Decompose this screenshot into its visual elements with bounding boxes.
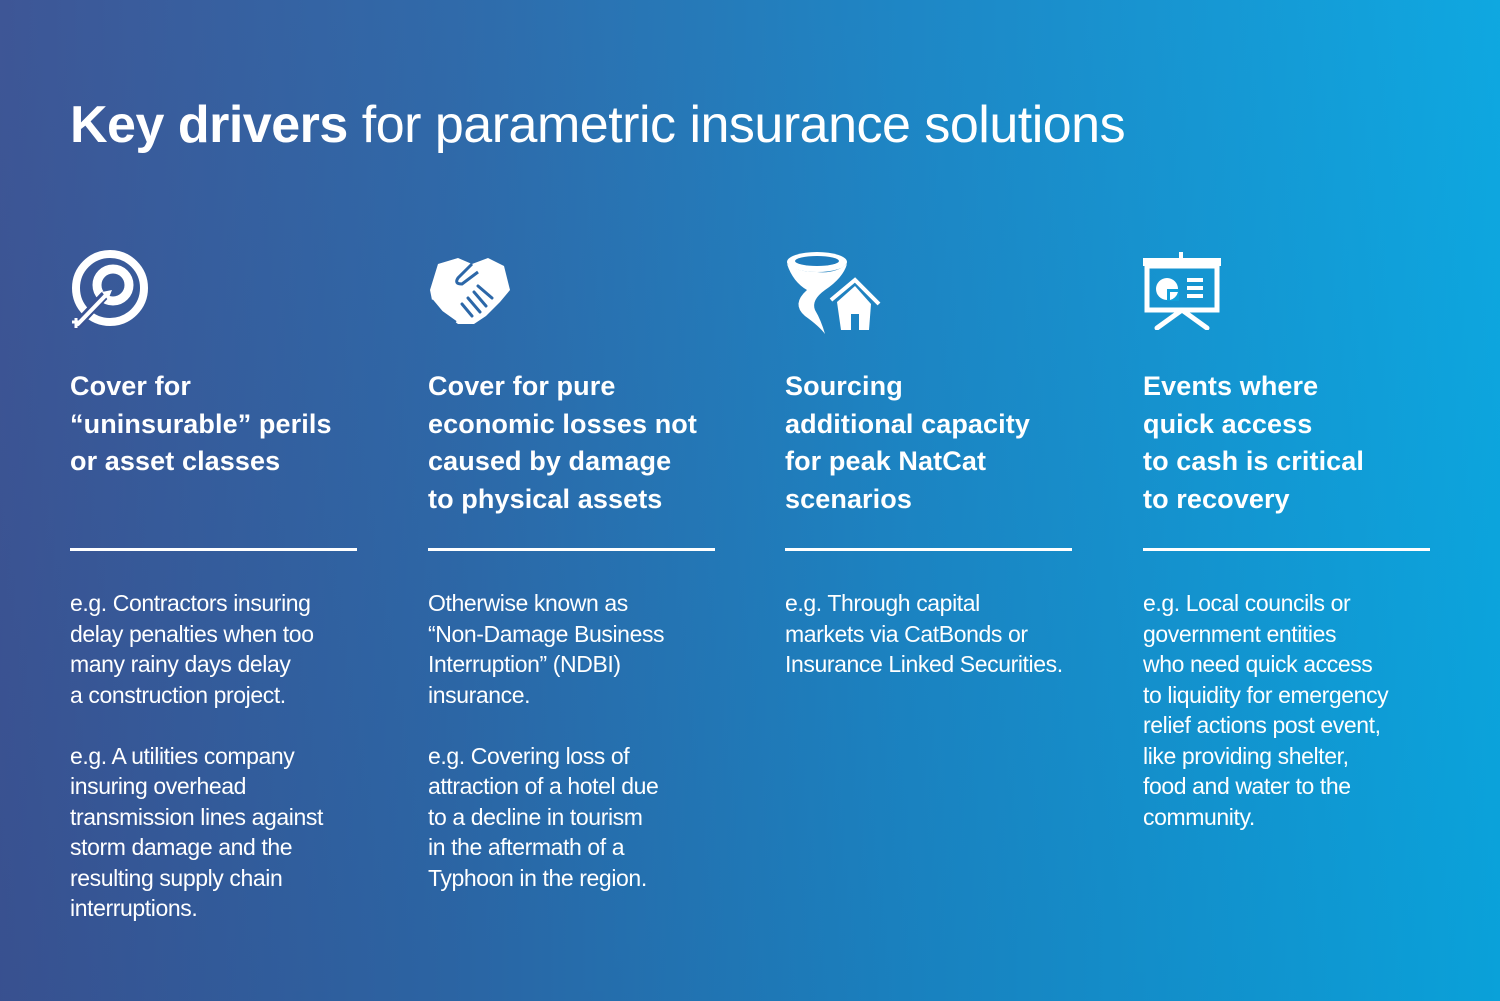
- text-line: like providing shelter,: [1143, 742, 1349, 769]
- heading-line: quick access: [1143, 408, 1313, 439]
- heading-line: Cover for: [70, 371, 191, 401]
- handshake-icon: [428, 250, 518, 334]
- example-paragraph: e.g. A utilities company insuring overhe…: [70, 741, 370, 924]
- heading-line: or asset classes: [70, 446, 281, 476]
- text-line: transmission lines against: [70, 803, 323, 830]
- heading-line: to recovery: [1143, 483, 1290, 514]
- driver-heading: Sourcing additional capacity for peak Na…: [785, 368, 1085, 518]
- driver-description: e.g. Contractors insuring delay penaltie…: [70, 588, 370, 954]
- text-line: to liquidity for emergency: [1143, 681, 1389, 708]
- driver-heading: Cover for pure economic losses not cause…: [428, 368, 728, 518]
- text-line: “Non-Damage Business: [428, 620, 665, 647]
- driver-description: e.g. Local councils or government entiti…: [1143, 588, 1443, 863]
- divider: [70, 548, 357, 551]
- text-line: interruptions.: [70, 895, 198, 921]
- text-line: to a decline in tourism: [428, 803, 643, 830]
- driver-column-natcat-capacity: Sourcing additional capacity for peak Na…: [785, 250, 1075, 677]
- title-strong: Key drivers: [70, 96, 348, 154]
- text-line: Insurance Linked Securities.: [785, 651, 1063, 677]
- text-line: food and water to the: [1143, 773, 1351, 799]
- text-line: Typhoon in the region.: [428, 864, 647, 891]
- text-line: attraction of a hotel due: [428, 773, 659, 799]
- divider: [428, 548, 715, 551]
- driver-heading: Events where quick access to cash is cri…: [1143, 368, 1443, 518]
- divider: [1143, 548, 1430, 551]
- example-paragraph: e.g. Contractors insuring delay penaltie…: [70, 588, 370, 710]
- tornado-house-icon: [785, 250, 881, 334]
- driver-description: Otherwise known as “Non-Damage Business …: [428, 588, 728, 924]
- text-line: insuring overhead: [70, 773, 247, 799]
- heading-line: to cash is critical: [1143, 446, 1364, 476]
- text-line: Otherwise known as: [428, 590, 628, 616]
- driver-column-uninsurable: Cover for “uninsurable” perils or asset …: [70, 250, 360, 921]
- text-line: e.g. A utilities company: [70, 742, 295, 769]
- heading-line: caused by damage: [428, 446, 672, 476]
- example-paragraph: e.g. Local councils or government entiti…: [1143, 588, 1443, 832]
- heading-line: economic losses not: [428, 408, 697, 439]
- heading-line: Sourcing: [785, 371, 903, 401]
- example-paragraph: e.g. Through capital markets via CatBond…: [785, 588, 1085, 680]
- text-line: who need quick access: [1143, 651, 1373, 677]
- heading-line: Cover for pure: [428, 371, 616, 401]
- divider: [785, 548, 1072, 551]
- text-line: insurance.: [428, 681, 531, 708]
- driver-column-economic-losses: Cover for pure economic losses not cause…: [428, 250, 718, 891]
- heading-line: additional capacity: [785, 408, 1030, 439]
- text-line: e.g. Contractors insuring: [70, 590, 311, 616]
- text-line: resulting supply chain: [70, 864, 283, 891]
- driver-description: e.g. Through capital markets via CatBond…: [785, 588, 1085, 710]
- text-line: a construction project.: [70, 681, 286, 708]
- example-paragraph: e.g. Covering loss of attraction of a ho…: [428, 741, 728, 894]
- heading-line: to physical assets: [428, 483, 663, 514]
- text-line: delay penalties when too: [70, 620, 314, 647]
- text-line: government entities: [1143, 620, 1337, 647]
- text-line: many rainy days delay: [70, 651, 291, 677]
- driver-column-quick-cash: Events where quick access to cash is cri…: [1143, 250, 1433, 830]
- heading-line: Events where: [1143, 371, 1319, 401]
- heading-line: “uninsurable” perils: [70, 408, 332, 439]
- heading-line: for peak NatCat: [785, 446, 987, 476]
- text-line: e.g. Through capital: [785, 590, 980, 616]
- text-line: community.: [1143, 803, 1255, 830]
- title-light: for parametric insurance solutions: [347, 96, 1126, 154]
- text-line: in the aftermath of a: [428, 834, 625, 860]
- example-paragraph: Otherwise known as “Non-Damage Business …: [428, 588, 728, 710]
- driver-heading: Cover for “uninsurable” perils or asset …: [70, 368, 370, 481]
- text-line: e.g. Local councils or: [1143, 590, 1351, 616]
- text-line: Interruption” (NDBI): [428, 651, 621, 677]
- heading-line: scenarios: [785, 483, 912, 514]
- target-arrow-icon: [70, 250, 160, 334]
- page-title: Key drivers for parametric insurance sol…: [70, 94, 1126, 156]
- presentation-board-icon: [1143, 250, 1233, 334]
- text-line: e.g. Covering loss of: [428, 742, 630, 769]
- text-line: markets via CatBonds or: [785, 620, 1028, 647]
- text-line: storm damage and the: [70, 834, 293, 860]
- text-line: relief actions post event,: [1143, 712, 1381, 738]
